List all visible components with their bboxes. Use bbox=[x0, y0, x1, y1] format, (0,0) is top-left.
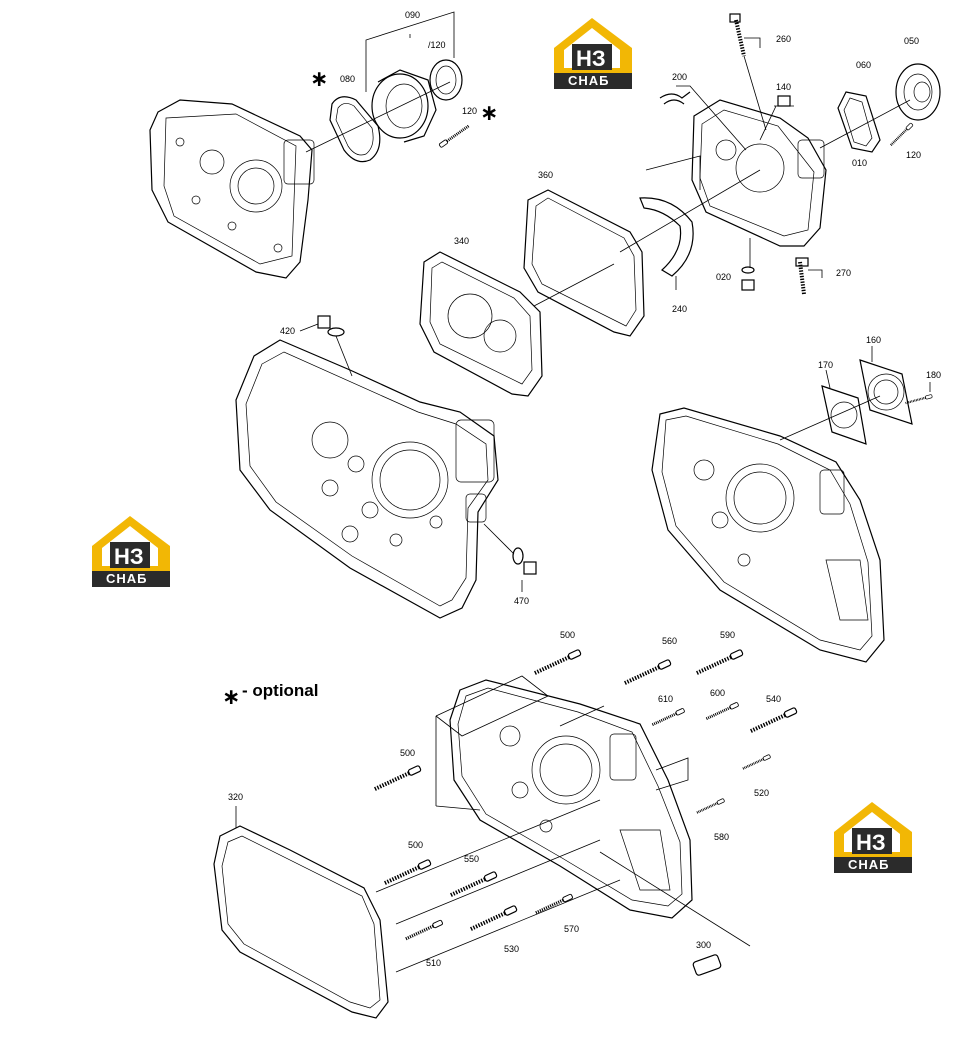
gasket-080 bbox=[329, 96, 381, 163]
label-610: 610 bbox=[658, 694, 673, 704]
bolt-580 bbox=[694, 797, 726, 816]
label-050: 050 bbox=[904, 36, 919, 46]
bolt-120-top bbox=[437, 122, 472, 150]
bolt-550 bbox=[447, 869, 500, 900]
label-200: 200 bbox=[672, 72, 687, 82]
label-580: 580 bbox=[714, 832, 729, 842]
logo-top: НЗ СНАБ bbox=[554, 18, 632, 89]
gasket-340 bbox=[419, 251, 543, 397]
bolt-570 bbox=[533, 892, 575, 917]
middle-right-housing bbox=[651, 407, 885, 663]
plug-420 bbox=[317, 315, 345, 337]
optional-star: ∗ bbox=[480, 101, 498, 126]
middle-left-housing bbox=[235, 339, 499, 619]
pipe-200 bbox=[659, 91, 691, 105]
gasket-060 bbox=[837, 91, 881, 153]
label-520: 520 bbox=[754, 788, 769, 798]
bolt-260 bbox=[729, 13, 746, 57]
label-240: 240 bbox=[672, 304, 687, 314]
svg-text:СНАБ: СНАБ bbox=[848, 857, 890, 872]
label-120: 120 bbox=[906, 150, 921, 160]
bolt-600 bbox=[703, 700, 741, 723]
label-060: 060 bbox=[856, 60, 871, 70]
cover-090 bbox=[371, 69, 437, 143]
label-170: 170 bbox=[818, 360, 833, 370]
label-510: 510 bbox=[426, 958, 441, 968]
plug-020 bbox=[741, 266, 755, 291]
bottom-housing bbox=[449, 679, 693, 919]
label-570: 570 bbox=[564, 924, 579, 934]
logo-left: НЗ СНАБ bbox=[92, 516, 170, 587]
label-090: 090 bbox=[405, 10, 420, 20]
bolt-180 bbox=[903, 393, 934, 406]
label-260: 260 bbox=[776, 34, 791, 44]
pin-300 bbox=[692, 954, 722, 976]
svg-text:НЗ: НЗ bbox=[856, 830, 886, 855]
bolt-520 bbox=[740, 753, 772, 772]
gasket-170 bbox=[821, 385, 867, 445]
seal-120 bbox=[429, 59, 463, 101]
label-010: 010 bbox=[852, 158, 867, 168]
label-540: 540 bbox=[766, 694, 781, 704]
optional-star: ∗ bbox=[222, 685, 240, 710]
cover-160 bbox=[859, 359, 913, 425]
svg-text:НЗ: НЗ bbox=[114, 544, 144, 569]
bolt-500-top bbox=[531, 647, 584, 678]
label-420: 420 bbox=[280, 326, 295, 336]
plug-470 bbox=[512, 547, 537, 575]
label-140: 140 bbox=[776, 82, 791, 92]
label-550: 550 bbox=[464, 854, 479, 864]
label-500: 500 bbox=[400, 748, 415, 758]
gasket-360 bbox=[523, 189, 645, 337]
bolt-560 bbox=[621, 657, 674, 688]
optional-legend: ∗ - optional bbox=[222, 681, 318, 710]
bolt-510 bbox=[403, 918, 445, 943]
optional-note: - optional bbox=[242, 681, 318, 700]
plug-140 bbox=[774, 95, 794, 107]
svg-text:СНАБ: СНАБ bbox=[106, 571, 148, 586]
bolt-120-right bbox=[888, 121, 915, 148]
label-560: 560 bbox=[662, 636, 677, 646]
logo-right: НЗ СНАБ bbox=[834, 802, 912, 873]
svg-text:НЗ: НЗ bbox=[576, 46, 606, 71]
label-340: 340 bbox=[454, 236, 469, 246]
bolt-270 bbox=[795, 257, 809, 295]
label-500: 500 bbox=[408, 840, 423, 850]
bearing-050 bbox=[895, 63, 941, 121]
label-600: 600 bbox=[710, 688, 725, 698]
gasket-320 bbox=[213, 825, 389, 1019]
svg-text:СНАБ: СНАБ bbox=[568, 73, 610, 88]
label-120: 120 bbox=[462, 106, 477, 116]
top-left-housing bbox=[149, 99, 315, 279]
label-080: 080 bbox=[340, 74, 355, 84]
top-right-housing bbox=[691, 99, 827, 247]
label-180: 180 bbox=[926, 370, 941, 380]
label-120: /120 bbox=[428, 40, 446, 50]
label-270: 270 bbox=[836, 268, 851, 278]
label-020: 020 bbox=[716, 272, 731, 282]
label-160: 160 bbox=[866, 335, 881, 345]
label-590: 590 bbox=[720, 630, 735, 640]
label-530: 530 bbox=[504, 944, 519, 954]
fork-240 bbox=[639, 197, 694, 277]
label-300: 300 bbox=[696, 940, 711, 950]
label-360: 360 bbox=[538, 170, 553, 180]
bolt-540 bbox=[747, 705, 800, 736]
label-470: 470 bbox=[514, 596, 529, 606]
bolt-500-mid bbox=[371, 763, 424, 794]
bolt-590 bbox=[693, 647, 746, 678]
bolt-530 bbox=[467, 903, 520, 934]
label-500: 500 bbox=[560, 630, 575, 640]
bolt-610 bbox=[649, 706, 687, 729]
optional-star: ∗ bbox=[310, 67, 328, 92]
label-320: 320 bbox=[228, 792, 243, 802]
